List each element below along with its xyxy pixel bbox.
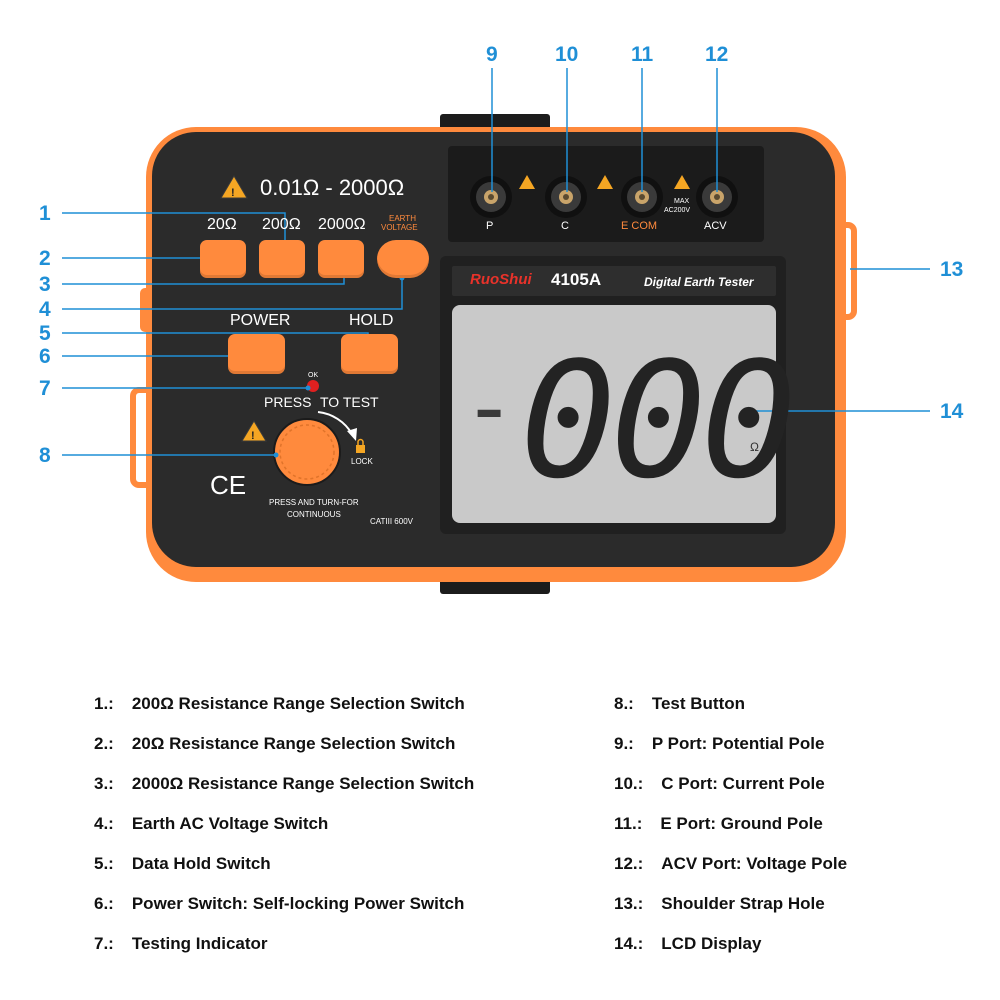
button-label-2000: 2000Ω bbox=[318, 216, 366, 233]
lock-icon bbox=[356, 438, 365, 453]
svg-text:!: ! bbox=[231, 187, 235, 199]
legend-item: 2.:20Ω Resistance Range Selection Switch bbox=[94, 734, 456, 753]
legend-item: 11.:E Port: Ground Pole bbox=[614, 814, 823, 833]
earth-voltage-label-1: EARTH bbox=[389, 214, 416, 223]
earth-voltage-label-2: VOLTAGE bbox=[381, 223, 418, 232]
device-illustration: ! ! bbox=[62, 68, 930, 594]
range-label: 0.01Ω - 2000Ω bbox=[260, 175, 405, 200]
legend-item: 13.:Shoulder Strap Hole bbox=[614, 894, 825, 913]
legend-item: 9.:P Port: Potential Pole bbox=[614, 734, 825, 753]
legend-item: 8.:Test Button bbox=[614, 694, 746, 713]
button-label-200: 200Ω bbox=[262, 216, 301, 233]
callout-6: 6 bbox=[39, 345, 51, 368]
callout-12: 12 bbox=[705, 43, 729, 66]
cat-rating-label: CATIII 600V bbox=[370, 517, 413, 526]
legend-item: 4.:Earth AC Voltage Switch bbox=[94, 814, 329, 833]
port-jack-p[interactable] bbox=[470, 176, 512, 218]
legend-item: 7.:Testing Indicator bbox=[94, 934, 268, 953]
press-label: PRESS bbox=[264, 394, 312, 410]
brand-logo: RuoShui bbox=[470, 271, 532, 288]
range-2000-button[interactable] bbox=[318, 240, 364, 278]
press-turn-label-1: PRESS AND TURN-FOR bbox=[269, 498, 359, 507]
port-label-acv: ACV bbox=[704, 220, 727, 232]
lock-label: LOCK bbox=[351, 457, 373, 466]
legend-item: 10.:C Port: Current Pole bbox=[614, 774, 825, 793]
lcd-unit: Ω bbox=[750, 440, 759, 454]
legend-item: 12.:ACV Port: Voltage Pole bbox=[614, 854, 848, 873]
legend-item: 5.:Data Hold Switch bbox=[94, 854, 271, 873]
warning-icon-dial bbox=[241, 420, 267, 442]
callout-4: 4 bbox=[39, 298, 51, 321]
callout-8: 8 bbox=[39, 444, 51, 467]
callout-7: 7 bbox=[39, 377, 51, 400]
callout-3: 3 bbox=[39, 273, 51, 296]
press-turn-label-2: CONTINUOUS bbox=[287, 510, 341, 519]
port-panel bbox=[448, 146, 764, 242]
range-200-button[interactable] bbox=[259, 240, 305, 278]
port-label-c: C bbox=[561, 220, 569, 232]
port-jack-acv[interactable] bbox=[696, 176, 738, 218]
to-test-label: TO TEST bbox=[320, 394, 379, 410]
lcd-minus-sign: - bbox=[462, 355, 517, 460]
hold-button[interactable] bbox=[341, 334, 398, 374]
port-label-ecom: E COM bbox=[621, 220, 658, 232]
callout-14: 14 bbox=[940, 400, 964, 423]
button-label-20: 20Ω bbox=[207, 216, 237, 233]
port-jack-ecom[interactable] bbox=[621, 176, 663, 218]
max-label-1: MAX bbox=[674, 198, 690, 205]
range-20-button[interactable] bbox=[200, 240, 246, 278]
warning-icon-port-3 bbox=[674, 175, 690, 189]
ce-mark: CE bbox=[210, 470, 247, 500]
legend-item: 14.:LCD Display bbox=[614, 934, 762, 953]
callout-11: 11 bbox=[631, 43, 654, 66]
power-label: POWER bbox=[230, 312, 291, 329]
lcd-digits: 000 bbox=[520, 327, 797, 514]
callout-13: 13 bbox=[940, 258, 964, 281]
product-name-label: Digital Earth Tester bbox=[644, 275, 754, 289]
callout-2: 2 bbox=[39, 247, 51, 270]
legend-item: 3.:2000Ω Resistance Range Selection Swit… bbox=[94, 774, 475, 793]
hold-label: HOLD bbox=[349, 312, 394, 329]
leader-line-4 bbox=[62, 278, 403, 310]
brand-strip bbox=[452, 266, 776, 296]
test-dial-button[interactable] bbox=[273, 418, 341, 486]
warning-icon-range bbox=[220, 175, 248, 199]
callout-10: 10 bbox=[555, 43, 579, 66]
warning-icon-port-1 bbox=[519, 175, 535, 189]
ok-label: OK bbox=[308, 372, 319, 379]
callout-9: 9 bbox=[486, 43, 498, 66]
warning-icon-port-2 bbox=[597, 175, 613, 189]
legend-item: 6.:Power Switch: Self-locking Power Swit… bbox=[94, 894, 465, 913]
earth-voltage-button[interactable] bbox=[377, 240, 429, 278]
callout-5: 5 bbox=[39, 322, 51, 345]
leader-line-1 bbox=[62, 212, 286, 245]
model-label: 4105A bbox=[551, 270, 602, 289]
svg-text:!: ! bbox=[251, 430, 255, 442]
legend-item: 1.:200Ω Resistance Range Selection Switc… bbox=[94, 694, 465, 713]
power-button[interactable] bbox=[228, 334, 285, 374]
lcd-glass bbox=[452, 305, 776, 523]
max-label-2: AC200V bbox=[664, 207, 691, 214]
callout-1: 1 bbox=[39, 202, 51, 225]
port-jack-c[interactable] bbox=[545, 176, 587, 218]
port-label-p: P bbox=[486, 220, 494, 232]
